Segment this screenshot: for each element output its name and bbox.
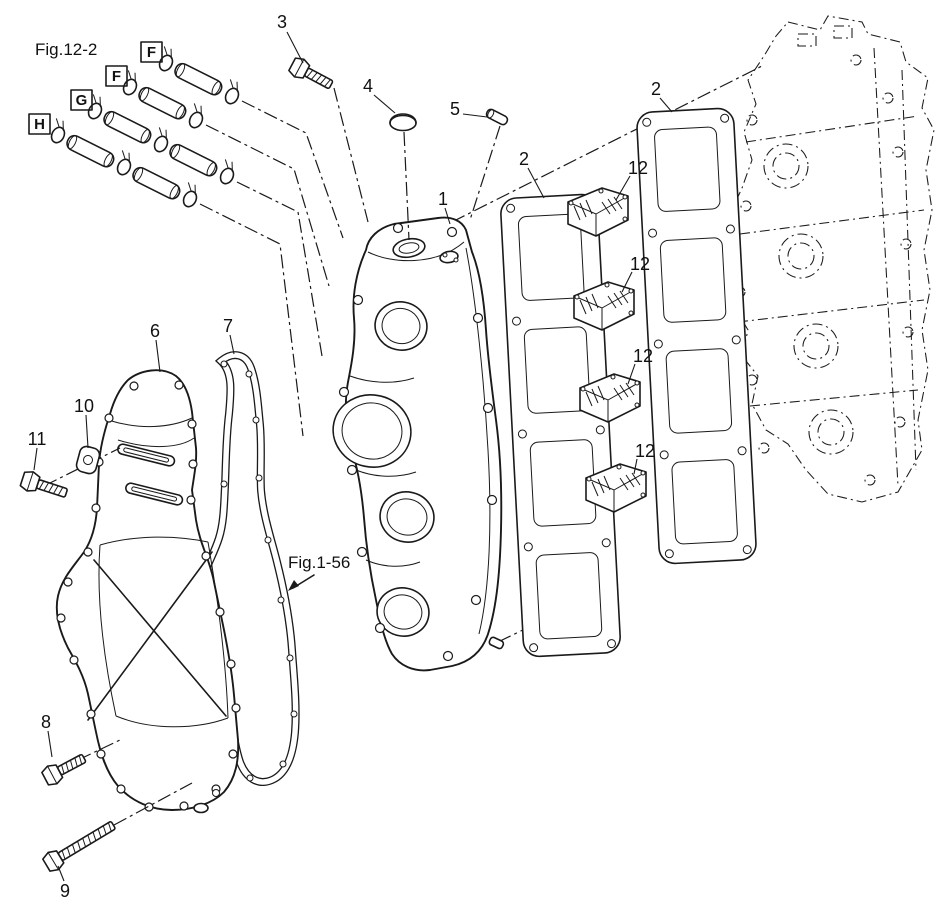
connector-letter: F [147,44,156,61]
intake-manifold-body [332,216,505,672]
hose-clamp-icon [116,150,132,176]
manifold-gasket-inner [500,193,621,658]
reed-valve-unit-2 [573,281,635,331]
callout-part-1: 1 [438,189,448,209]
hose-clamp-icon [122,70,138,96]
hose-segment [169,143,218,177]
callout-part-2-outer: 2 [651,79,661,99]
bolt-8 [41,739,121,786]
cover-bolt-holes [56,380,241,812]
gasket-bolt-holes [506,199,617,653]
blind-cap [389,113,417,241]
part-callouts: 3 4 5 1 2 2 12 12 12 12 6 7 10 11 8 9 [28,12,661,901]
hose-clamp-icon [182,182,198,208]
reed-valve-units [567,187,647,513]
manifold-ports [332,301,435,637]
hose-clamp-icon [188,103,204,129]
connector-letter: H [34,116,45,133]
bolt-3 [288,57,334,90]
cover-drain-stub [193,789,220,814]
hose-segment [132,166,181,200]
cover-slot-boss [117,443,176,467]
hose-clamp-icon [153,127,169,153]
grommet-10 [43,445,121,487]
hose-segment [138,86,187,120]
connector-label-f-2: F [105,65,128,87]
callout-part-6: 6 [150,321,160,341]
callout-part-12-4: 12 [635,441,655,461]
gasket-bolt-holes [642,113,752,559]
engine-block-bores [763,143,854,455]
cross-reference-label: Fig.1-56 [288,553,350,572]
connector-label-f-1: F [140,41,163,63]
connector-label-h: H [28,113,51,135]
hose-row-1 [158,46,344,239]
hose-segment [174,62,223,96]
connector-label-g: G [70,89,93,111]
dowel-pin-5 [485,108,509,126]
cross-reference-arrowhead-icon [288,580,299,591]
hose-segment [66,134,115,168]
engine-block-bolt-bosses [734,54,914,486]
breather-hoses [50,46,344,437]
connector-letter: F [112,68,121,85]
reed-valve-unit-1 [567,187,629,237]
callout-part-2-inner: 2 [519,149,529,169]
callout-part-7: 7 [223,316,233,336]
cross-reference: Fig.1-56 [288,553,350,591]
callout-part-9: 9 [60,881,70,901]
hose-clamp-icon [158,46,174,72]
hose-row-3 [87,94,323,357]
hose-clamp-icon [219,159,235,185]
hose-clamp-icon [50,118,66,144]
cover-slot-boss [125,482,184,506]
callout-part-12-3: 12 [633,346,653,366]
callout-part-3: 3 [277,12,287,32]
callout-part-12-2: 12 [630,254,650,274]
reed-valve-unit-3 [579,373,641,423]
callout-part-8: 8 [41,712,51,732]
crankcase-cover [55,369,241,814]
callout-part-5: 5 [450,99,460,119]
manifold-gasket-outer [636,107,757,565]
manifold-dowel-peg [488,636,505,650]
bolt-11 [19,471,68,498]
callout-part-11: 11 [28,429,47,449]
hose-row-4 [50,118,304,437]
callout-part-12-1: 12 [628,158,648,178]
connector-letter: G [76,92,88,109]
hose-segment [103,110,152,144]
engine-block-phantom [729,15,935,503]
callout-part-10: 10 [74,396,94,416]
manifold-top-port [392,237,459,264]
leader-lines [33,31,673,882]
manifold-bolt-bosses [338,222,498,662]
callout-part-4: 4 [363,76,373,96]
hose-row-2 [122,70,330,287]
hose-clamp-icon [224,79,240,105]
figure-title: Fig.12-2 [35,40,97,59]
reed-valve-unit-4 [585,463,647,513]
